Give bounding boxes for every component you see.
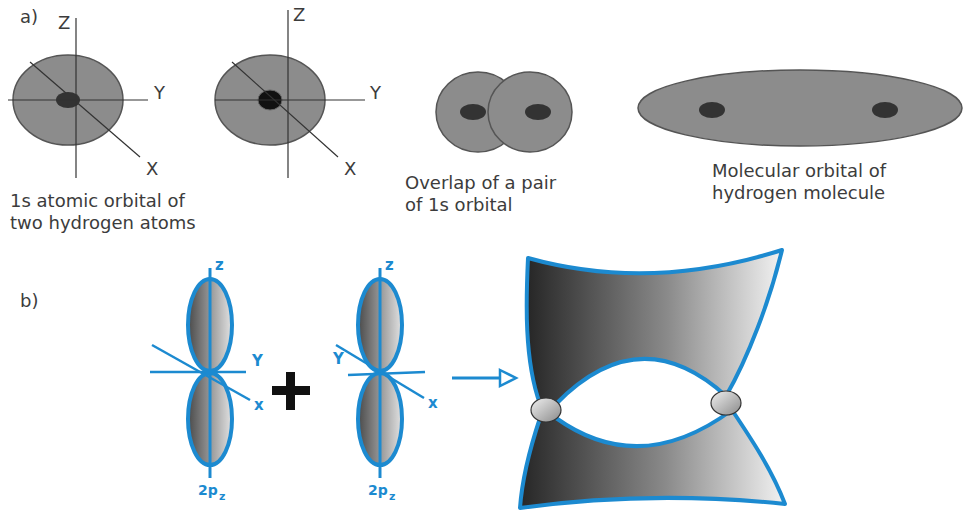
orbital-subscript: z bbox=[219, 490, 225, 503]
axis-label: z bbox=[385, 256, 394, 274]
axis-label: Z bbox=[58, 12, 70, 34]
arrow-head bbox=[500, 370, 516, 386]
nucleus bbox=[525, 104, 551, 120]
1s-orbital bbox=[488, 72, 572, 152]
pi-lobe bbox=[520, 410, 785, 508]
part-label: a) bbox=[20, 6, 38, 28]
part-label: b) bbox=[20, 290, 38, 312]
axis-label: z bbox=[215, 256, 224, 274]
reaction-arrow bbox=[452, 370, 516, 386]
nucleus bbox=[699, 102, 725, 118]
axis-label: Y bbox=[252, 352, 263, 370]
orbital-overlap bbox=[436, 72, 572, 152]
nucleus bbox=[460, 104, 486, 120]
y-axis bbox=[8, 99, 148, 100]
sigma-orbital bbox=[638, 70, 962, 146]
nucleus bbox=[531, 398, 561, 422]
p-orbital-1 bbox=[150, 268, 250, 478]
axis-label: x bbox=[254, 396, 264, 414]
x-axis bbox=[336, 345, 424, 398]
z-axis bbox=[287, 10, 288, 178]
orbital-subscript: z bbox=[389, 490, 395, 503]
axis-label: x bbox=[428, 394, 438, 412]
pi-bond bbox=[520, 250, 785, 508]
plus-symbol bbox=[272, 372, 310, 410]
arrow-shaft bbox=[452, 377, 500, 380]
z-axis bbox=[75, 18, 76, 178]
caption: Molecular orbital of hydrogen molecule bbox=[712, 160, 912, 203]
nucleus bbox=[872, 102, 898, 118]
x-axis bbox=[30, 62, 140, 157]
axis-label: Y bbox=[370, 82, 381, 104]
axis-label: X bbox=[344, 158, 356, 180]
plus-bar bbox=[286, 372, 295, 410]
nucleus bbox=[711, 391, 741, 415]
caption: 1s atomic orbital of two hydrogen atoms bbox=[10, 190, 210, 233]
p-orbital-2 bbox=[336, 268, 425, 478]
axis-label: Y bbox=[154, 82, 165, 104]
x-axis bbox=[232, 62, 338, 157]
x-axis bbox=[152, 345, 250, 400]
molecular-orbital bbox=[638, 70, 962, 146]
orbital-label: 2p bbox=[198, 482, 218, 499]
pi-lobe bbox=[527, 250, 782, 404]
hydrogen-atom-2 bbox=[215, 10, 365, 178]
y-axis bbox=[215, 99, 365, 100]
axis-label: Y bbox=[333, 350, 344, 368]
caption: Overlap of a pair of 1s orbital bbox=[405, 172, 567, 215]
axis-label: Z bbox=[293, 4, 305, 26]
hydrogen-atom-1 bbox=[8, 18, 148, 178]
axis-label: X bbox=[146, 158, 158, 180]
orbital-label: 2p bbox=[368, 482, 388, 499]
